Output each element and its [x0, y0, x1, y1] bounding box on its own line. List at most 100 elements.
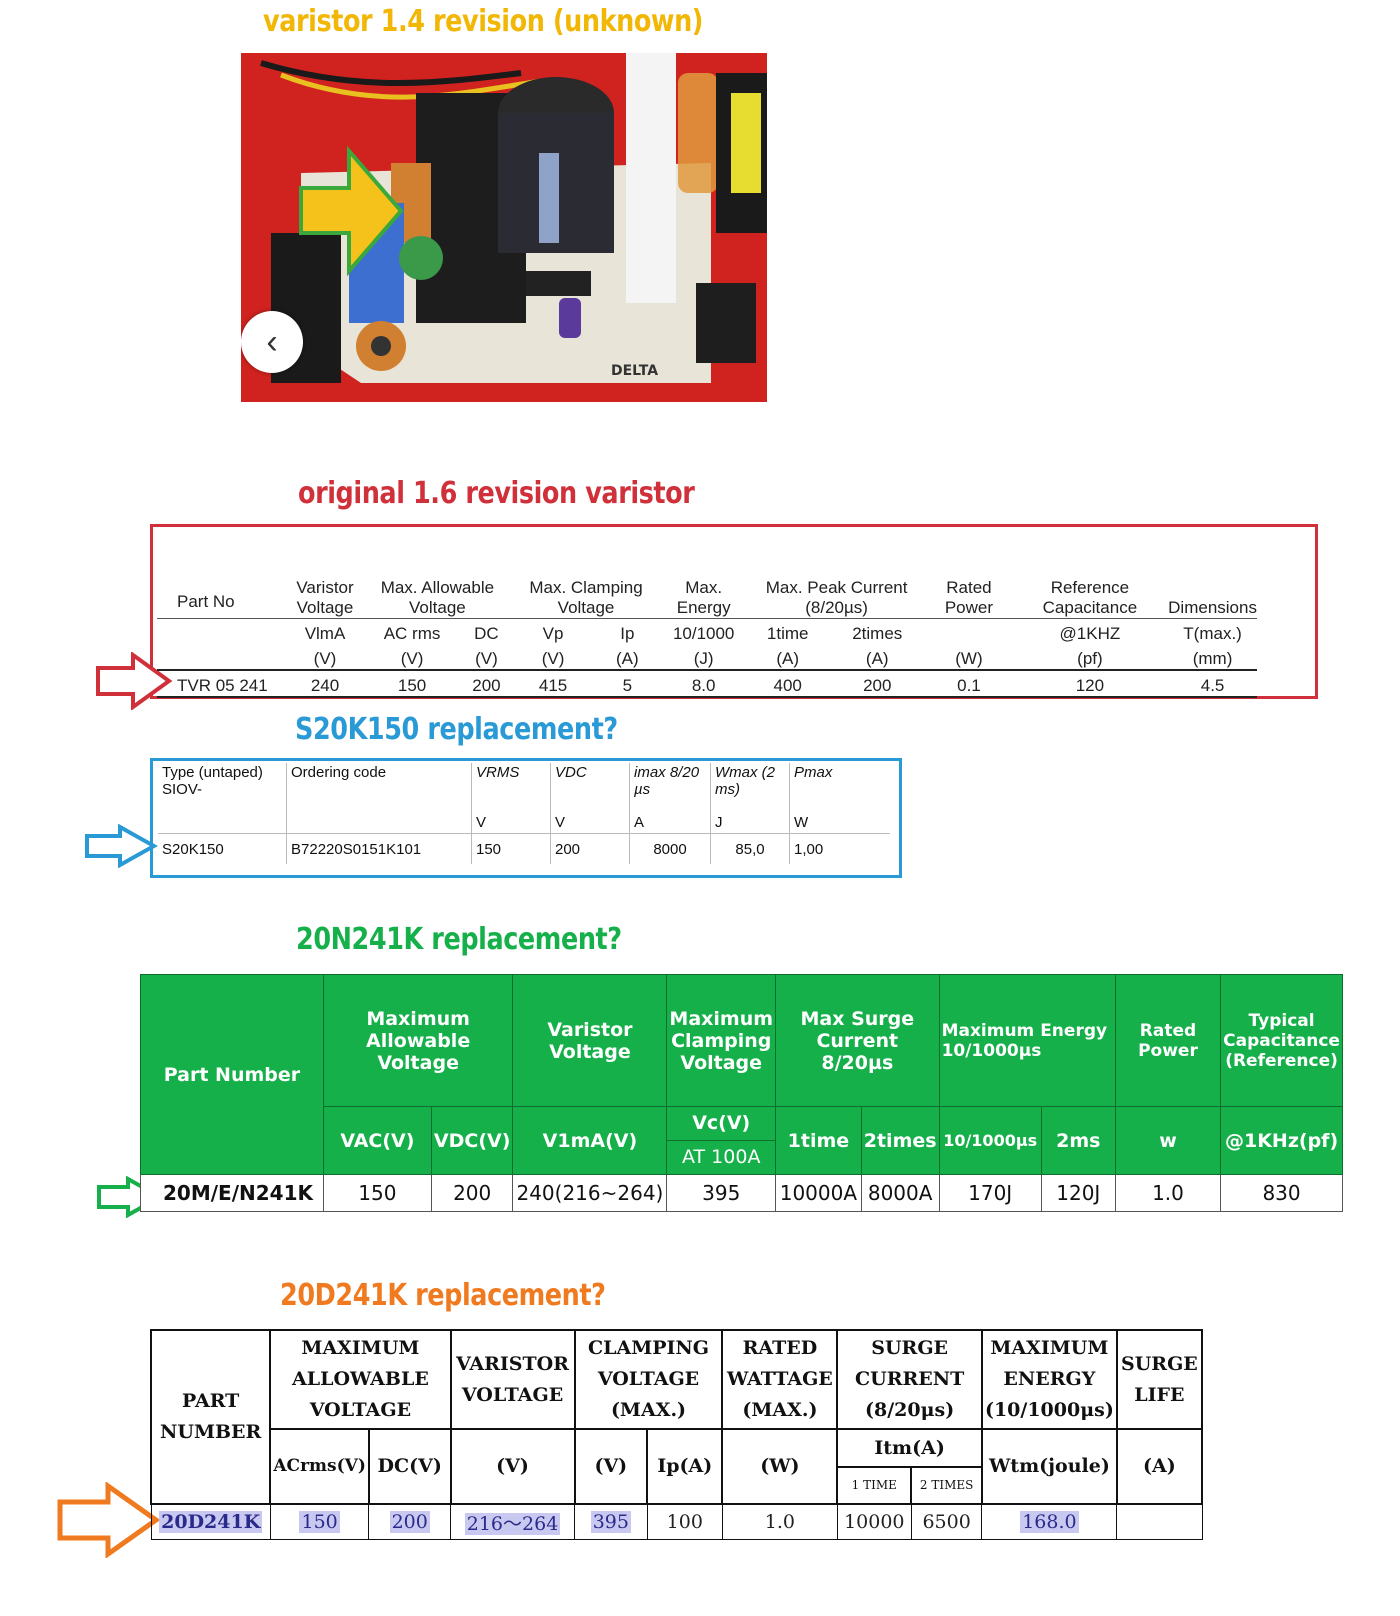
- red-arrow-icon: [96, 652, 173, 710]
- table-cell: 8000A: [860, 1174, 940, 1212]
- sub-header: Ip: [620, 624, 635, 643]
- highlighted-value: 150: [299, 1511, 340, 1533]
- rated-power-header: Rated Power: [1114, 974, 1222, 1107]
- vc-header: (V): [573, 1428, 649, 1505]
- original-title: original 1.6 revision varistor: [298, 476, 695, 511]
- unit-header: (V): [400, 649, 424, 668]
- part-number-header: PART NUMBER: [149, 1329, 272, 1505]
- v-header: (V): [449, 1428, 576, 1505]
- table-cell: 150: [269, 1503, 370, 1540]
- type-header: Type (untaped) SIOV-: [162, 764, 263, 798]
- sub-header: DC: [474, 624, 499, 643]
- sub-header: T(max.): [1183, 624, 1242, 643]
- table-cell: 5: [622, 676, 633, 695]
- pcb-photo: DELTA ‹: [241, 53, 767, 402]
- s20k150-table: Type (untaped) SIOV- Ordering code VRMS …: [158, 763, 890, 864]
- max-allowable-header: Maximum Allowable Voltage: [322, 974, 514, 1107]
- time2-header: 2times: [860, 1106, 940, 1175]
- unit-header: (V): [541, 649, 565, 668]
- two-times-header: 2 TIMES: [910, 1466, 983, 1505]
- cap-unit-header: @1KHz(pf): [1220, 1106, 1343, 1175]
- clamping-header: Maximum Clamping Voltage: [666, 974, 777, 1107]
- n241k-table: Part Number Maximum Allowable Voltage Va…: [140, 974, 1343, 1212]
- table-cell: 150: [397, 676, 427, 695]
- unit-cell: W: [789, 813, 890, 833]
- table-cell: 200: [472, 676, 501, 695]
- svg-text:DELTA: DELTA: [611, 363, 658, 379]
- vc-label: Vc(V): [667, 1107, 776, 1141]
- unit-cell: J: [710, 813, 790, 833]
- sub-header: Vp: [542, 624, 564, 643]
- highlighted-value: 168.0: [1020, 1511, 1079, 1533]
- vdc-header: VDC(V): [430, 1106, 514, 1175]
- unit-cell: [158, 813, 287, 833]
- table-cell: 8.0: [691, 676, 716, 695]
- table-row: TVR 05 241 240 150 200 415 5 8.0 400 200…: [157, 670, 1257, 697]
- part-number-header: Part Number: [140, 974, 324, 1175]
- sub-header: 1time: [766, 624, 809, 643]
- table-cell: 240(216~264): [512, 1174, 668, 1212]
- max-energy-header: MAXIMUM ENERGY (10/1000μs): [980, 1329, 1118, 1430]
- energy1-header: 10/1000µs: [938, 1106, 1042, 1175]
- group-header: Max. Allowable Voltage: [380, 577, 495, 617]
- unit-cell: V: [550, 813, 630, 833]
- table-row: 20D241K 150 200 216～264 395 100 1.0 1000…: [150, 1503, 1203, 1540]
- table-cell: 10000A: [775, 1174, 862, 1212]
- surge-life-header: SURGE LIFE: [1115, 1329, 1204, 1430]
- vrms-header: VRMS: [471, 763, 551, 813]
- table-cell: 200: [550, 832, 630, 864]
- d241k-table: PART NUMBER MAXIMUM ALLOWABLE VOLTAGE VA…: [149, 1329, 1204, 1540]
- wmax-header: Wmax (2 ms): [710, 763, 790, 813]
- energy2-header: 2ms: [1040, 1106, 1116, 1175]
- a-header: (A): [1115, 1428, 1204, 1505]
- vc-header: Vc(V) AT 100A: [666, 1106, 777, 1175]
- group-header: Max. Clamping Voltage: [529, 577, 643, 617]
- table-cell: S20K150: [158, 832, 287, 864]
- table-cell: 240: [310, 676, 340, 695]
- table-cell: 150: [471, 832, 551, 864]
- table-cell: 120: [1075, 676, 1105, 695]
- sub-header: 10/1000: [672, 624, 735, 643]
- group-header: Rated Power: [944, 577, 994, 617]
- table-cell: [1116, 1503, 1203, 1540]
- max-allowable-header: MAXIMUM ALLOWABLE VOLTAGE: [269, 1329, 452, 1430]
- sub-header: VlmA: [304, 624, 346, 643]
- unit-cell: [286, 813, 472, 833]
- table-cell: 100: [646, 1503, 723, 1540]
- previous-image-button[interactable]: ‹: [241, 311, 303, 373]
- at100a-label: AT 100A: [682, 1146, 761, 1168]
- table-cell: TVR 05 241: [177, 676, 268, 695]
- table-cell: 8000: [629, 832, 711, 864]
- power-unit-header: w: [1114, 1106, 1222, 1175]
- unit-header: (A): [865, 649, 889, 668]
- table-cell: 1.0: [1114, 1174, 1222, 1212]
- table-cell: 6500: [910, 1503, 983, 1540]
- unit-cell: V: [471, 813, 551, 833]
- photo-title: varistor 1.4 revision (unknown): [263, 4, 704, 39]
- blue-arrow-icon: [85, 824, 158, 868]
- table-cell: 170J: [938, 1174, 1042, 1212]
- orange-arrow-icon: [57, 1482, 160, 1558]
- unit-header: (mm): [1192, 649, 1233, 668]
- w-header: (W): [721, 1428, 839, 1505]
- imax-header: imax 8/20 µs: [629, 763, 711, 813]
- itm-header: Itm(A): [836, 1428, 983, 1468]
- table-cell: 0.1: [957, 676, 981, 695]
- s20k150-table-frame: [150, 758, 902, 878]
- group-header: Reference Capacitance: [1042, 577, 1138, 617]
- clamping-header: CLAMPING VOLTAGE (MAX.): [573, 1329, 724, 1430]
- s20k150-title: S20K150 replacement?: [295, 712, 618, 747]
- unit-header: (J): [693, 649, 714, 668]
- original-table-frame: [150, 524, 1318, 699]
- unit-header: (W): [955, 649, 983, 668]
- sub-header: [926, 618, 1011, 644]
- table-cell: 20M/E/N241K: [140, 1174, 324, 1212]
- varistor-voltage-header: Varistor Voltage: [512, 974, 668, 1107]
- table-cell: 200: [863, 676, 892, 695]
- table-cell: 216～264: [450, 1503, 576, 1540]
- acrms-header: ACrms(V): [269, 1428, 370, 1505]
- unit-header: (V): [313, 649, 337, 668]
- unit-header: (pf): [1077, 649, 1103, 668]
- table-cell: 20D241K: [150, 1503, 271, 1540]
- varistor-voltage-header: VARISTOR VOLTAGE: [449, 1329, 576, 1430]
